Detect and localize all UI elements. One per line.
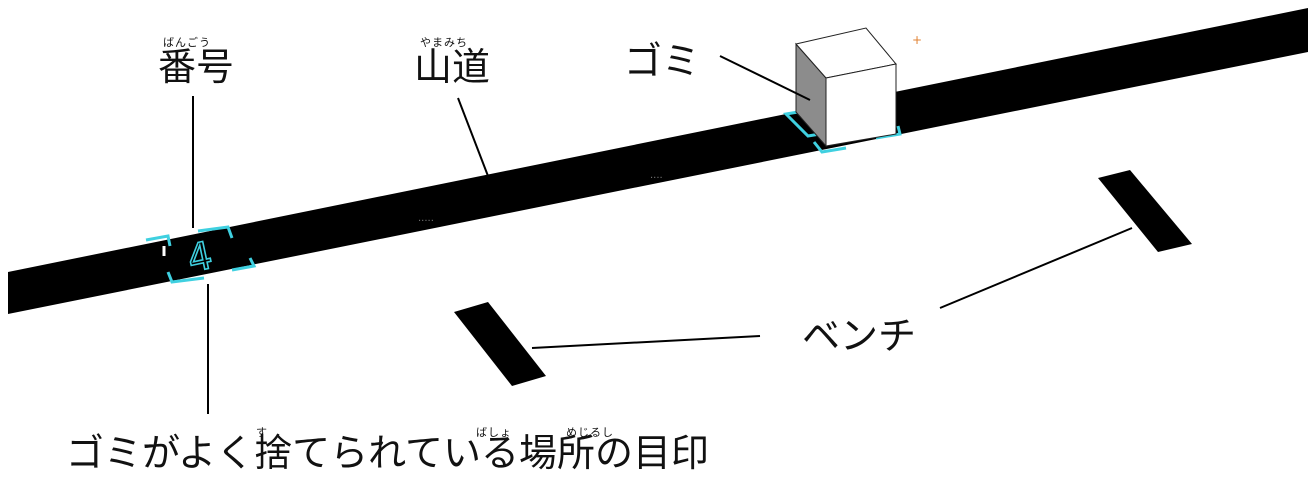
bench-left: [454, 302, 546, 386]
road-label: 山道: [414, 45, 491, 89]
marker-ruby-basho: ばしょ: [476, 426, 512, 439]
road-ruby: やまみち: [420, 36, 468, 49]
marker-ruby-mejirushi: めじるし: [566, 426, 614, 439]
bench-right: [1098, 170, 1192, 252]
bench-leader-right: [939, 227, 1133, 309]
number-ruby: ばんごう: [163, 36, 211, 49]
trash-label: ゴミ: [624, 39, 701, 83]
road-dots: .....: [418, 213, 434, 224]
marker-label: ゴミがよく捨てられている場所の目印: [66, 431, 709, 475]
plus-mark: +: [912, 33, 922, 47]
number-marker: [145, 225, 257, 284]
marker-ruby-su: す: [256, 426, 268, 439]
road-dots: ....: [650, 170, 663, 181]
trash-cube: [782, 27, 902, 154]
trash-leader: [719, 55, 811, 101]
bench-leader-left: [531, 335, 761, 349]
bench-label: ベンチ: [802, 314, 917, 358]
mountain-road: [8, 8, 1308, 314]
cube-front-face: [825, 63, 897, 147]
road-leader: [457, 97, 489, 177]
number-label: 番号: [158, 45, 235, 89]
